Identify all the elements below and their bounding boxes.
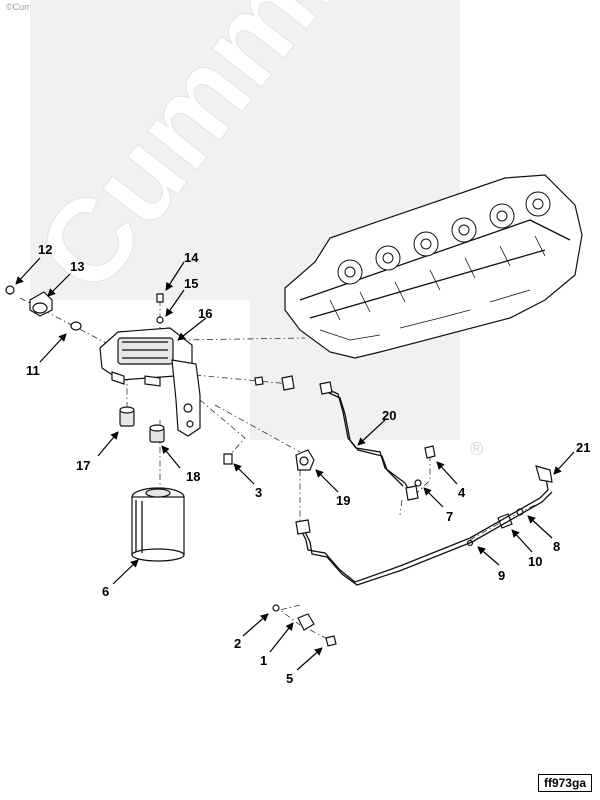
callout-13: 13 [70,259,84,274]
screw-3 [223,453,233,465]
callout-4: 4 [458,485,466,500]
callout-14: 14 [184,250,199,265]
leader-14 [165,261,185,291]
washer-15 [156,316,164,324]
watermark-registered-mark: ® [470,439,483,459]
leader-21 [553,451,575,475]
callout-2: 2 [234,636,241,651]
leader-2 [242,613,269,637]
leader-9 [477,546,500,566]
leader-20 [357,419,386,446]
leader-6 [112,559,139,585]
callout-15: 15 [184,276,198,291]
fitting-5 [325,635,337,647]
fitting-1 [297,613,315,631]
figure-id-label: ff973ga [537,774,592,792]
callout-labels: 1 2 3 4 5 6 7 8 9 10 11 12 13 14 15 16 1… [26,242,590,686]
fuel-filter [131,487,185,562]
callout-10: 10 [528,554,542,569]
callout-5: 5 [286,671,293,686]
leader-13 [47,273,71,297]
leader-7 [423,487,444,508]
leader-3 [233,463,255,485]
callout-12: 12 [38,242,52,257]
callout-1: 1 [260,653,267,668]
callout-leaders [15,257,575,671]
filter-head-bracket [99,327,201,437]
callout-16: 16 [198,306,212,321]
o-ring-11 [70,321,82,331]
fuel-lines [295,381,553,586]
washer-7 [414,479,422,487]
adapter-13 [29,291,53,317]
callout-3: 3 [255,485,262,500]
washer-2 [272,604,280,612]
small-parts [5,285,524,647]
callout-7: 7 [446,509,453,524]
leader-18 [161,445,181,469]
leader-15 [165,289,185,317]
assembly-centerlines [19,297,536,641]
leader-16 [177,317,207,341]
leader-12 [15,257,41,285]
banjo-19 [295,449,315,471]
leader-10 [511,529,533,553]
leader-19 [315,469,339,493]
callout-20: 20 [382,408,396,423]
leader-1 [269,622,294,653]
leader-17 [97,431,119,457]
callout-18: 18 [186,469,200,484]
callout-8: 8 [553,539,560,554]
leader-8 [527,515,553,539]
callout-21: 21 [576,440,590,455]
screw-14 [156,293,164,303]
fitting-4 [424,445,436,459]
callout-6: 6 [102,584,109,599]
fuel-line-21 [299,469,549,583]
leader-5 [296,647,323,671]
callout-9: 9 [498,568,505,583]
callout-11: 11 [26,363,40,378]
plug-17 [119,406,135,427]
cylinder-head [284,174,583,359]
callout-19: 19 [336,493,350,508]
leader-4 [436,461,458,485]
leader-11 [39,333,67,363]
callout-17: 17 [76,458,90,473]
o-ring-12 [5,285,15,295]
plug-18 [149,424,165,443]
